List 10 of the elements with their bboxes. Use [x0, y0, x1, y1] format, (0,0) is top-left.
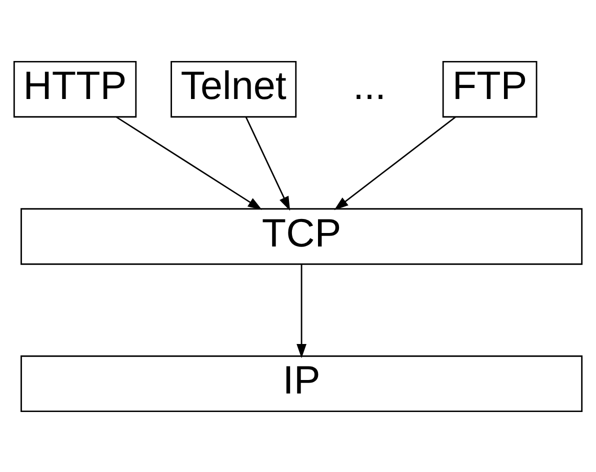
node-box: Telnet [170, 60, 297, 118]
arrow [245, 116, 290, 210]
arrow [296, 264, 306, 358]
node-box: TCP [20, 208, 583, 264]
node-box: IP [20, 354, 583, 412]
label: ... [352, 64, 386, 108]
arrow [116, 116, 262, 210]
node-box: FTP [442, 60, 538, 118]
node-box: HTTP [13, 60, 137, 118]
arrow [334, 116, 456, 210]
